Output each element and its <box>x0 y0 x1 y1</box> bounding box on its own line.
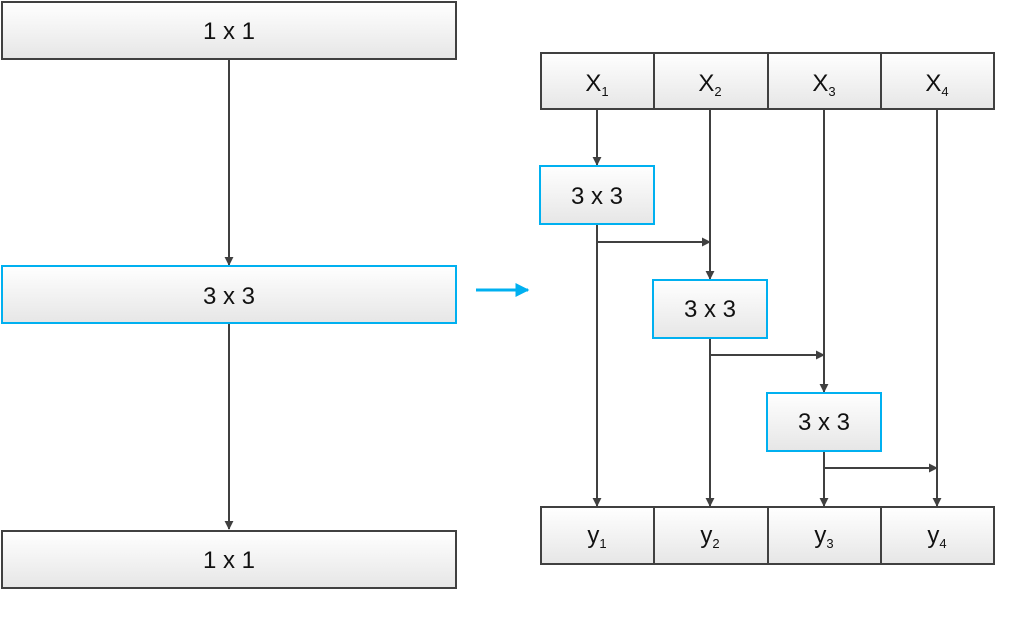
conv-label-2: 3 x 3 <box>684 296 736 323</box>
input-cell-x4 <box>880 52 995 110</box>
input-label-x2: X2 <box>698 70 721 99</box>
input-label-x1: X1 <box>585 70 608 99</box>
left-middle-conv-label: 3 x 3 <box>203 283 255 310</box>
right-module: X1 X2 X3 X4 3 x 3 3 x 3 3 x 3 y1 y2 y3 <box>539 52 995 565</box>
input-split-row: X1 X2 X3 X4 <box>540 52 995 110</box>
left-top-conv-box: 1 x 1 <box>1 1 457 60</box>
conv-label-1: 3 x 3 <box>571 183 623 210</box>
input-label-x3: X3 <box>812 70 835 99</box>
input-cell-x3 <box>767 52 882 110</box>
left-middle-conv-box: 3 x 3 <box>1 265 457 324</box>
conv-box-3: 3 x 3 <box>766 392 882 452</box>
output-label-y1: y1 <box>587 522 606 551</box>
left-bottom-conv-label: 1 x 1 <box>203 547 255 574</box>
split-connections <box>592 109 942 507</box>
output-cell-y3 <box>767 506 882 565</box>
input-cell-x1 <box>540 52 655 110</box>
left-top-conv-label: 1 x 1 <box>203 18 255 45</box>
output-label-y3: y3 <box>814 522 833 551</box>
left-column: 1 x 1 3 x 3 1 x 1 <box>1 1 457 589</box>
output-label-y4: y4 <box>927 522 946 551</box>
conv-box-2: 3 x 3 <box>652 279 768 339</box>
conv-box-1: 3 x 3 <box>539 165 655 225</box>
left-bottom-conv-box: 1 x 1 <box>1 530 457 589</box>
input-label-x4: X4 <box>925 70 948 99</box>
output-label-y2: y2 <box>700 522 719 551</box>
output-cell-y2 <box>653 506 769 565</box>
conv-label-3: 3 x 3 <box>798 409 850 436</box>
output-concat-row: y1 y2 y3 y4 <box>540 506 995 565</box>
output-cell-y1 <box>540 506 655 565</box>
input-cell-x2 <box>653 52 769 110</box>
output-cell-y4 <box>880 506 995 565</box>
